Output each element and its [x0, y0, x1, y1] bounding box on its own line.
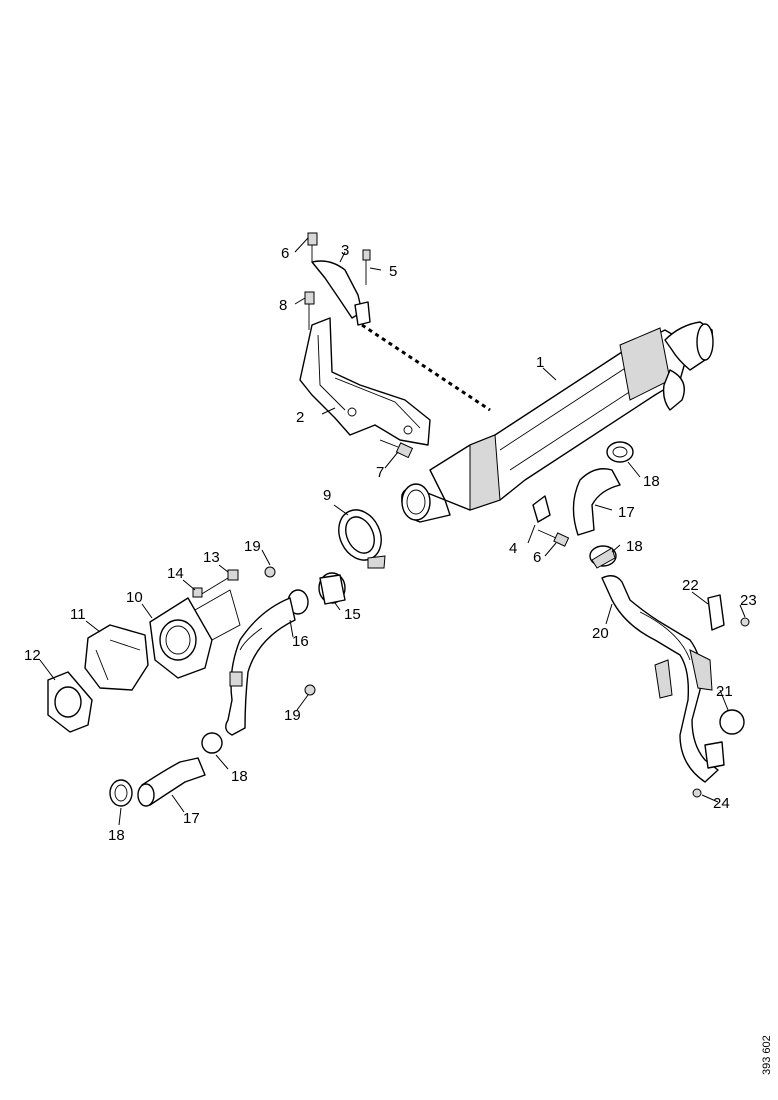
- right-egr-pipe: [601, 575, 719, 783]
- callouts: 1 2 3 4 5 6 6 7 8 9 10 11 12 13 14 15 16…: [24, 242, 757, 844]
- egr-cooler: [401, 321, 714, 523]
- callout-3: 3: [341, 242, 349, 259]
- callout-18c: 18: [231, 768, 248, 785]
- lower-left-hose: [109, 732, 223, 807]
- callout-1: 1: [536, 354, 544, 371]
- callout-6b: 6: [533, 549, 541, 566]
- callout-16: 16: [292, 633, 309, 650]
- document-id: 393 602: [761, 1035, 773, 1075]
- callout-8: 8: [279, 297, 287, 314]
- callout-19b: 19: [284, 707, 301, 724]
- callout-5: 5: [389, 263, 397, 280]
- clamp-ring: [338, 509, 386, 569]
- alignment-line: [361, 323, 491, 412]
- callout-18a: 18: [643, 473, 660, 490]
- callout-21: 21: [716, 683, 733, 700]
- callout-2: 2: [296, 409, 304, 426]
- right-hose: [572, 441, 634, 569]
- callout-7: 7: [376, 464, 384, 481]
- callout-18d: 18: [108, 827, 125, 844]
- callout-23: 23: [740, 592, 757, 609]
- callout-22: 22: [682, 577, 699, 594]
- callout-14: 14: [167, 565, 184, 582]
- callout-24: 24: [713, 795, 730, 812]
- leader-lines: [39, 237, 746, 826]
- pipe-sleeve: [287, 572, 346, 615]
- callout-19a: 19: [244, 538, 261, 555]
- bolts: [304, 232, 570, 547]
- callout-17b: 17: [183, 810, 200, 827]
- right-fittings: [692, 594, 750, 798]
- callout-17a: 17: [618, 504, 635, 521]
- callout-20: 20: [592, 625, 609, 642]
- callout-11: 11: [70, 606, 86, 623]
- callout-9: 9: [323, 487, 331, 504]
- callout-15: 15: [344, 606, 361, 623]
- callout-6a: 6: [281, 245, 289, 262]
- left-egr-pipe: [225, 597, 296, 736]
- callout-10: 10: [126, 589, 143, 606]
- callout-4: 4: [509, 540, 517, 557]
- upper-bracket: [311, 260, 371, 326]
- mounting-bracket: [299, 317, 431, 446]
- flange-assembly: [47, 589, 241, 733]
- callout-13: 13: [203, 549, 220, 566]
- callout-18b: 18: [626, 538, 643, 555]
- callout-12: 12: [24, 647, 41, 664]
- left-bolts: [192, 566, 316, 696]
